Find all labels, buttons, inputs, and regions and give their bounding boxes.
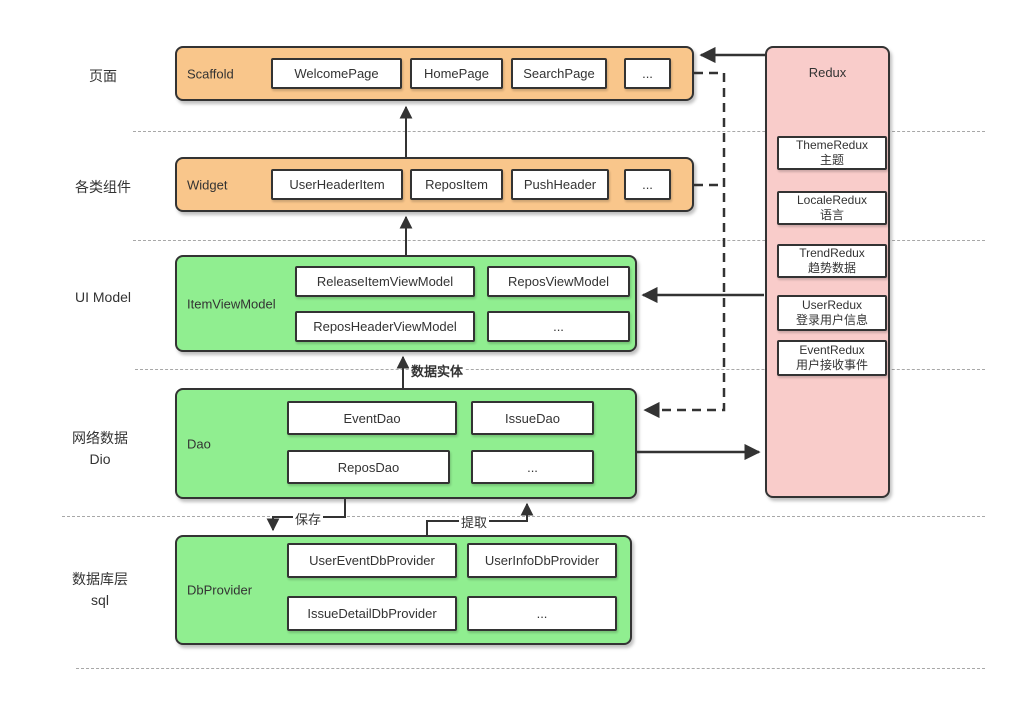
node-welcome-page: WelcomePage xyxy=(271,58,402,89)
row-label-database-line2: sql xyxy=(91,592,109,608)
separator-line-4 xyxy=(62,516,985,517)
item-view-model-label: ItemViewModel xyxy=(187,296,276,311)
widget-container: Widget UserHeaderItem ReposItem PushHead… xyxy=(175,157,694,212)
node-push-header: PushHeader xyxy=(511,169,609,200)
row-label-ui-model: UI Model xyxy=(74,289,132,305)
user-redux-desc: 登录用户信息 xyxy=(795,313,868,327)
dashed-arrow-scaffold-to-dao xyxy=(643,71,726,419)
redux-label: Redux xyxy=(808,65,847,80)
widget-label: Widget xyxy=(187,177,228,192)
row-label-network-line1: 网络数据 xyxy=(72,430,128,446)
row-label-database-line1: 数据库层 xyxy=(72,571,128,587)
event-redux-desc: 用户接收事件 xyxy=(795,358,868,372)
theme-redux-name: ThemeRedux xyxy=(795,138,869,152)
node-theme-redux: ThemeRedux 主题 xyxy=(777,136,887,170)
row-label-widgets: 各类组件 xyxy=(75,179,131,195)
dao-container: Dao EventDao IssueDao ReposDao ... xyxy=(175,388,637,499)
separator-line-1 xyxy=(133,131,985,132)
extract-edge-label: 提取 xyxy=(459,512,490,531)
redux-container: Redux ThemeRedux 主题 LocaleRedux 语言 Trend… xyxy=(765,46,890,498)
node-pages-more: ... xyxy=(624,58,671,89)
item-view-model-container: ItemViewModel ReleaseItemViewModel Repos… xyxy=(175,255,637,352)
node-widgets-more: ... xyxy=(624,169,671,200)
node-locale-redux: LocaleRedux 语言 xyxy=(777,191,887,225)
db-provider-container: DbProvider UserEventDbProvider UserInfoD… xyxy=(175,535,632,645)
node-issue-detail-db-provider: IssueDetailDbProvider xyxy=(287,596,457,631)
node-event-redux: EventRedux 用户接收事件 xyxy=(777,340,887,376)
event-redux-name: EventRedux xyxy=(799,343,865,357)
separator-line-5 xyxy=(76,668,985,669)
theme-redux-desc: 主题 xyxy=(819,153,844,167)
node-home-page: HomePage xyxy=(410,58,503,89)
node-db-providers-more: ... xyxy=(467,596,617,631)
data-entity-edge-label: 数据实体 xyxy=(409,361,466,380)
node-daos-more: ... xyxy=(471,450,594,484)
row-label-page: 页面 xyxy=(89,68,117,84)
save-edge-label: 保存 xyxy=(293,509,324,528)
locale-redux-name: LocaleRedux xyxy=(796,193,868,207)
row-label-database: 数据库层 sql xyxy=(60,569,140,611)
node-user-event-db-provider: UserEventDbProvider xyxy=(287,543,457,578)
node-issue-dao: IssueDao xyxy=(471,401,594,435)
node-repos-view-model: ReposViewModel xyxy=(487,266,630,297)
row-label-network-line2: Dio xyxy=(89,451,111,467)
node-user-redux: UserRedux 登录用户信息 xyxy=(777,295,887,331)
trend-redux-desc: 趋势数据 xyxy=(807,261,856,275)
dao-label: Dao xyxy=(187,436,211,451)
node-release-item-view-model: ReleaseItemViewModel xyxy=(295,266,475,297)
node-repos-header-view-model: ReposHeaderViewModel xyxy=(295,311,475,342)
node-trend-redux: TrendRedux 趋势数据 xyxy=(777,244,887,278)
node-search-page: SearchPage xyxy=(511,58,607,89)
separator-line-2 xyxy=(133,240,985,241)
node-view-models-more: ... xyxy=(487,311,630,342)
scaffold-container: Scaffold WelcomePage HomePage SearchPage… xyxy=(175,46,694,101)
user-redux-name: UserRedux xyxy=(801,298,863,312)
locale-redux-desc: 语言 xyxy=(819,208,844,222)
node-user-info-db-provider: UserInfoDbProvider xyxy=(467,543,617,578)
node-repos-dao: ReposDao xyxy=(287,450,450,484)
db-provider-label: DbProvider xyxy=(187,582,253,598)
separator-line-3 xyxy=(135,369,985,370)
node-repos-item: ReposItem xyxy=(410,169,503,200)
node-user-header-item: UserHeaderItem xyxy=(271,169,403,200)
scaffold-label: Scaffold xyxy=(187,66,234,81)
node-event-dao: EventDao xyxy=(287,401,457,435)
trend-redux-name: TrendRedux xyxy=(799,246,865,260)
row-label-network: 网络数据 Dio xyxy=(60,428,140,470)
